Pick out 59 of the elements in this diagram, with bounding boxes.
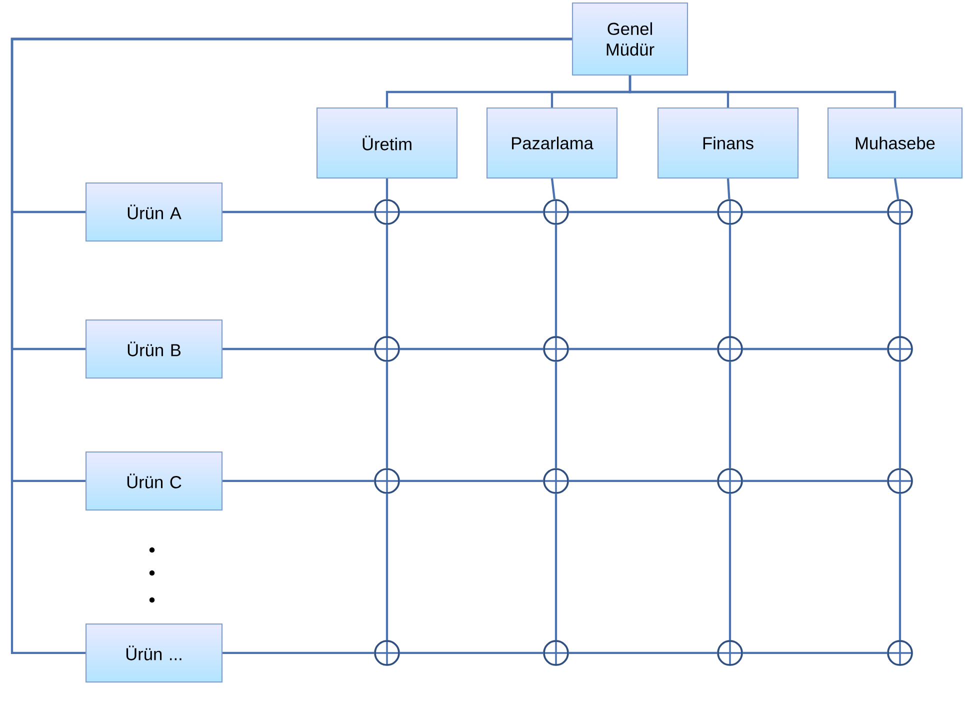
connector-line <box>742 652 888 654</box>
connector-line <box>554 362 558 468</box>
product-box: Ürün ... <box>85 623 223 683</box>
crosshair-circle <box>717 468 743 494</box>
connector-line <box>628 76 896 108</box>
crosshair-circle <box>717 640 743 666</box>
department-box: Finans <box>657 107 799 179</box>
crosshair-circle <box>543 336 569 362</box>
connector-line <box>568 480 718 482</box>
crosshair-circle <box>543 468 569 494</box>
connector-line <box>726 178 730 200</box>
crosshair-circle <box>887 640 913 666</box>
connector-line <box>554 224 558 336</box>
connector-line <box>222 480 374 482</box>
product-box: Ürün B <box>85 319 223 379</box>
connector-line <box>898 494 902 640</box>
connector-line <box>898 224 902 336</box>
crosshair-circle <box>543 199 569 225</box>
connector-line <box>222 210 374 214</box>
crosshair-circle <box>374 336 400 362</box>
connector-line <box>222 348 374 350</box>
connector-line <box>222 652 374 654</box>
connector-line <box>386 178 388 200</box>
connector-line <box>400 652 544 654</box>
connector-line <box>400 210 544 214</box>
product-box: Ürün C <box>85 451 223 511</box>
department-box: Muhasebe <box>827 107 963 179</box>
connector-line <box>742 480 888 482</box>
connector-line <box>386 224 388 336</box>
product-box: Ürün A <box>85 182 223 242</box>
crosshair-circle <box>717 199 743 225</box>
connector-line <box>554 494 558 640</box>
connector-line <box>568 652 718 654</box>
department-box: Üretim <box>316 107 458 179</box>
connector-line <box>10 38 572 654</box>
connector-line <box>386 362 388 468</box>
connector-line <box>550 178 556 200</box>
manager-box: Genel Müdür <box>572 2 688 76</box>
connector-line <box>568 210 718 214</box>
connector-line <box>728 494 732 640</box>
department-box: Pazarlama <box>486 107 618 179</box>
crosshair-circle <box>887 336 913 362</box>
crosshair-circle <box>543 640 569 666</box>
connector-line <box>400 480 544 482</box>
connector-line <box>898 362 902 468</box>
crosshair-circle <box>374 199 400 225</box>
crosshair-circle <box>374 468 400 494</box>
crosshair-circle <box>887 468 913 494</box>
connector-line <box>728 362 732 468</box>
connector-line <box>742 210 888 214</box>
crosshair-circle <box>717 336 743 362</box>
crosshair-circle <box>374 640 400 666</box>
crosshair-circle <box>887 199 913 225</box>
connector-line <box>568 348 718 350</box>
connector-line <box>742 348 888 350</box>
connector-line <box>400 348 544 350</box>
connector-line <box>728 224 732 336</box>
connector-line <box>894 178 900 200</box>
connector-line <box>386 494 388 640</box>
